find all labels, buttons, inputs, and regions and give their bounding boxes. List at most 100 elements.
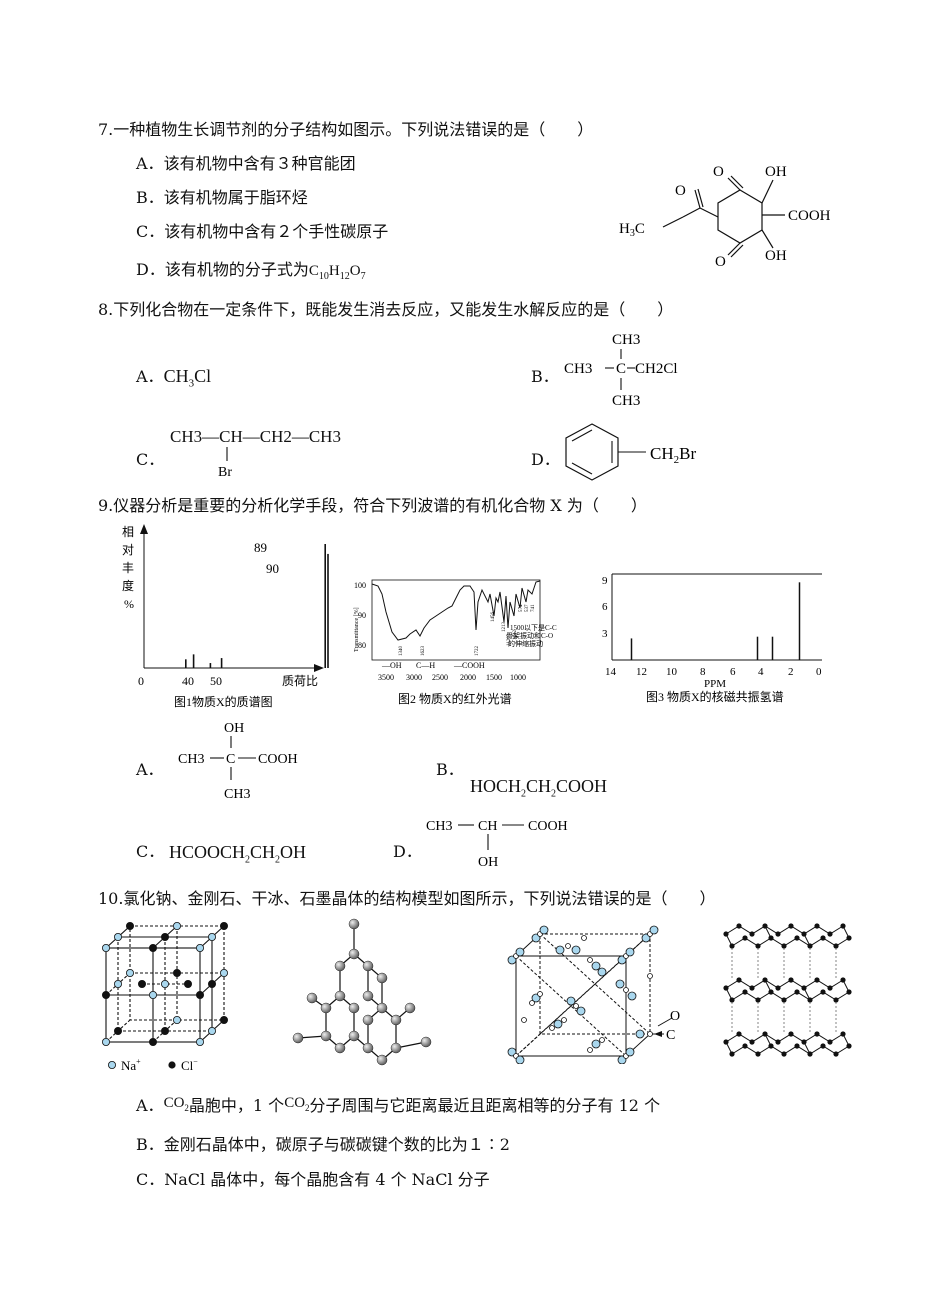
q8-option-d-structure: CH2Br — [565, 423, 696, 481]
q10-option-b[interactable]: B．金刚石晶体中，碳原子与碳碳键个数的比为１∶2 — [136, 1131, 510, 1155]
graphite-layer-bonds — [725, 979, 844, 989]
svg-text:6: 6 — [730, 666, 736, 678]
q8-option-b-label[interactable]: B． — [531, 367, 559, 386]
svg-text:COOH: COOH — [258, 752, 298, 767]
svg-text:1340: 1340 — [399, 646, 404, 657]
svg-text:CH3: CH3 — [426, 819, 452, 834]
svg-text:度: 度 — [122, 578, 134, 593]
co2-label-c: C — [666, 1028, 675, 1043]
graphite-carbon-atom — [781, 943, 787, 949]
graphite-layer-bonds — [725, 925, 844, 935]
q8-option-d-label[interactable]: D． — [531, 450, 560, 469]
hydroxyl-bottom: OH — [765, 248, 787, 264]
graphite-carbon-atom — [833, 943, 839, 949]
mass-spectrum-peaks — [185, 544, 329, 668]
graphite-carbon-atom — [833, 1051, 839, 1057]
q9-option-c-label[interactable]: C． — [136, 842, 165, 861]
q9-option-b-label[interactable]: B． — [436, 760, 464, 779]
graphite-carbon-atom — [820, 1043, 826, 1049]
svg-text:80: 80 — [358, 641, 366, 650]
graphite-layer-bonds — [731, 1045, 850, 1055]
q7-stem: 7.一种植物生长调节剂的分子结构如图示。下列说法错误的是（ ） — [98, 120, 594, 139]
svg-text:2500: 2500 — [432, 673, 448, 682]
option-label: A． — [136, 154, 164, 173]
molecular-formula: C10H12O7 — [308, 263, 366, 282]
tick-40: 40 — [182, 674, 194, 688]
svg-text:C: C — [616, 361, 626, 377]
nmr-caption: 图3 物质X的核磁共振氢谱 — [646, 689, 784, 704]
graphite-carbon-atom — [833, 997, 839, 1003]
svg-text:100: 100 — [354, 581, 366, 590]
peak-label-89: 89 — [254, 540, 267, 555]
graphite-carbon-atom — [742, 1043, 748, 1049]
carboxyl-group: COOH — [788, 208, 831, 224]
na-legend-icon — [107, 1060, 116, 1069]
graphite-carbon-atom — [788, 1031, 794, 1037]
q10-option-c[interactable]: C．NaCl 晶体中，每个晶胞含有 4 个 NaCl 分子 — [136, 1166, 490, 1190]
svg-text:90: 90 — [358, 611, 366, 620]
svg-text:574: 574 — [519, 604, 524, 612]
graphite-carbon-atom — [781, 1051, 787, 1057]
graphite-carbon-atom — [742, 989, 748, 995]
svg-text:C: C — [226, 752, 235, 767]
co2-formula: CO2 — [163, 1095, 189, 1113]
graphite-crystal-diagram — [723, 923, 852, 1057]
q10-stem: 10.氯化钠、金刚石、干冰、石墨晶体的结构模型如图所示，下列说法错误的是（ ） — [98, 889, 716, 908]
methyl-group: H3C — [619, 221, 645, 239]
svg-text:%: % — [124, 597, 134, 611]
svg-text:COOH: COOH — [528, 819, 568, 834]
co2-c-atom — [647, 1031, 653, 1037]
graphite-carbon-atom — [814, 923, 820, 929]
svg-text:PPM: PPM — [704, 678, 726, 690]
q9-option-d-label[interactable]: D． — [393, 842, 422, 861]
q7-option-b[interactable]: B．该有机物属于脂环烃 — [136, 184, 308, 208]
q9-option-a-label[interactable]: A． — [136, 760, 164, 779]
graphite-layer-bonds — [731, 937, 850, 947]
tick-50: 50 — [210, 674, 222, 688]
graphite-carbon-atom — [794, 1043, 800, 1049]
q7-option-c[interactable]: C．该有机物中含有２个手性碳原子 — [136, 218, 388, 242]
graphite-carbon-atom — [788, 923, 794, 929]
graphite-carbon-atom — [814, 977, 820, 983]
svg-text:1000: 1000 — [510, 673, 526, 682]
ms-caption: 图1物质X的质谱图 — [174, 694, 273, 709]
svg-text:相: 相 — [122, 525, 134, 539]
graphite-carbon-atom — [794, 935, 800, 941]
tick-0: 0 — [138, 674, 144, 688]
q7-option-a[interactable]: A．该有机物中含有３种官能团 — [136, 150, 356, 174]
band-oh: —OH — [381, 661, 402, 670]
carbonyl-o-2: O — [713, 164, 724, 180]
svg-text:CH3: CH3 — [612, 332, 640, 348]
q8-option-b-structure: CH3 CH3 C CH2Cl CH3 — [564, 332, 678, 409]
q10-option-a[interactable]: A．CO2晶胞中，1 个CO2分子周围与它距离最近且距离相等的分子有 12 个 — [136, 1095, 661, 1115]
band-cooh: —COOH — [453, 661, 485, 670]
q9-option-a-structure: OH CH3 C COOH CH3 — [178, 721, 298, 802]
svg-text:CH2Br: CH2Br — [650, 444, 696, 466]
svg-text:CH: CH — [478, 819, 497, 834]
svg-text:4: 4 — [758, 666, 764, 678]
graphite-intra-bond — [764, 979, 772, 993]
svg-text:2: 2 — [788, 666, 794, 678]
graphite-carbon-atom — [736, 977, 742, 983]
svg-text:6: 6 — [602, 601, 608, 613]
graphite-carbon-atom — [775, 931, 781, 937]
option-text: 该有机物中含有３种官能团 — [163, 154, 356, 173]
graphite-carbon-atom — [755, 997, 761, 1003]
diamond-crystal-diagram — [292, 918, 432, 1066]
ir-peak-labels: 1340 1623 1722 1456 1213 1120 1042 574 5… — [399, 604, 536, 656]
svg-text:3500: 3500 — [378, 673, 394, 682]
option-text: NaCl 晶体中，每个晶胞含有 4 个 NaCl 分子 — [164, 1170, 490, 1189]
graphite-intra-bond — [803, 1041, 811, 1055]
co2-formula: CO2 — [284, 1095, 310, 1113]
band-ch: C—H — [416, 661, 435, 670]
graphite-intra-bond — [725, 933, 733, 947]
graphite-carbon-atom — [827, 985, 833, 991]
graphite-carbon-atom — [736, 923, 742, 929]
svg-text:14: 14 — [605, 666, 617, 678]
q8-option-a[interactable]: A．CH3Cl — [136, 363, 211, 390]
q7-option-d[interactable]: D．该有机物的分子式为C10H12O7 — [136, 256, 366, 282]
svg-text:1120: 1120 — [507, 636, 512, 646]
q8-option-c-label[interactable]: C． — [136, 450, 165, 469]
ir-caption: 图2 物质X的红外光谱 — [398, 691, 512, 706]
na-legend: Na+ — [121, 1057, 141, 1073]
